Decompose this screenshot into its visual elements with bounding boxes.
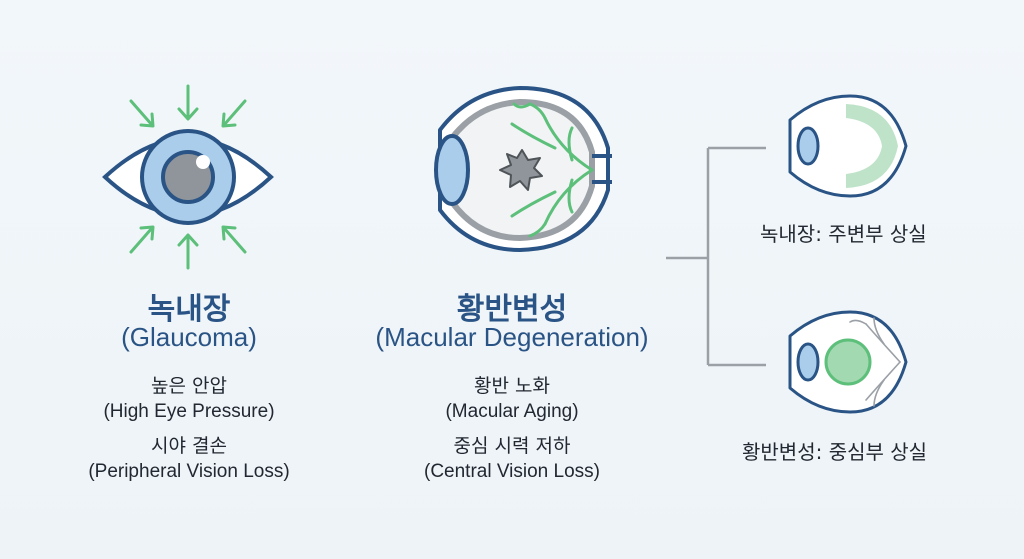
glaucoma-eye-icon xyxy=(102,129,274,225)
macular-effect-ko: 중심 시력 저하 xyxy=(453,435,571,457)
macular-cause-ko: 황반 노화 xyxy=(474,375,550,397)
macular-title-en: (Macular Degeneration) xyxy=(375,322,649,352)
macular-title-ko: 황반변성 xyxy=(456,293,568,326)
macular-comparison-caption: 황반변성: 중심부 상실 xyxy=(742,440,928,464)
arrow-bottom-center xyxy=(177,233,199,270)
glaucoma-effect-ko: 시야 결손 xyxy=(151,435,227,457)
macular-effect-en: (Central Vision Loss) xyxy=(423,461,601,482)
arrow-bottom-left xyxy=(129,225,155,254)
retinal-vessels xyxy=(510,102,594,238)
glaucoma-title-en: (Glaucoma) xyxy=(121,322,257,352)
arrow-top-center xyxy=(177,84,199,121)
arrow-top-left xyxy=(129,99,155,128)
macular-eye-crosssection-icon xyxy=(434,86,612,252)
glaucoma-title-ko: 녹내장 xyxy=(147,293,231,326)
macular-cause-en: (Macular Aging) xyxy=(445,401,579,422)
glaucoma-pressure-arrows xyxy=(129,84,247,270)
glaucoma-peripheral-loss-icon xyxy=(788,94,908,198)
arrow-bottom-right xyxy=(221,225,247,254)
comparison-bracket xyxy=(666,146,766,367)
glaucoma-cause-ko: 높은 안압 xyxy=(151,375,227,397)
glaucoma-cause-en: (High Eye Pressure) xyxy=(103,401,275,422)
glaucoma-comparison-caption: 녹내장: 주변부 상실 xyxy=(760,222,927,246)
glaucoma-effect-en: (Peripheral Vision Loss) xyxy=(88,461,290,482)
macular-central-loss-icon xyxy=(788,310,908,414)
arrow-top-right xyxy=(221,99,247,128)
macula-damage-mark xyxy=(499,149,543,191)
